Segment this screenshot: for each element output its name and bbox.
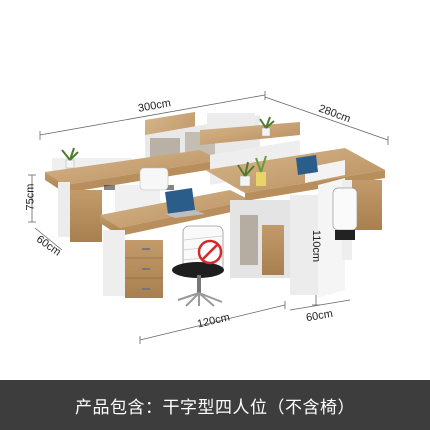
workstation-back-left bbox=[145, 112, 300, 170]
dimension-depth-total: 280cm bbox=[316, 102, 353, 126]
workstation-illustration: 300cm 280cm 75cm 60cm 110cm 60cm 120cm bbox=[24, 91, 389, 344]
product-image: 300cm 280cm 75cm 60cm 110cm 60cm 120cm bbox=[24, 91, 389, 344]
laptop-icon bbox=[296, 155, 318, 175]
office-chair-right bbox=[332, 187, 358, 240]
plant-icon bbox=[61, 147, 79, 169]
dimension-cabinet-depth: 60cm bbox=[305, 307, 334, 325]
caption-bar: 产品包含：干字型四人位（不含椅） bbox=[0, 380, 430, 430]
laptop-icon bbox=[165, 188, 205, 218]
dimension-desk-width: 120cm bbox=[196, 311, 231, 331]
plant-icon bbox=[237, 116, 275, 187]
office-chair-left bbox=[139, 167, 169, 191]
dimension-width-total: 300cm bbox=[137, 97, 172, 115]
workstation-right bbox=[205, 140, 385, 298]
product-caption: 产品包含：干字型四人位（不含椅） bbox=[75, 397, 355, 418]
dimension-desk-height: 75cm bbox=[24, 183, 37, 211]
dimension-cabinet-height: 110cm bbox=[310, 229, 323, 263]
dimension-side-depth: 60cm bbox=[33, 233, 63, 259]
office-chair-front bbox=[172, 225, 224, 307]
